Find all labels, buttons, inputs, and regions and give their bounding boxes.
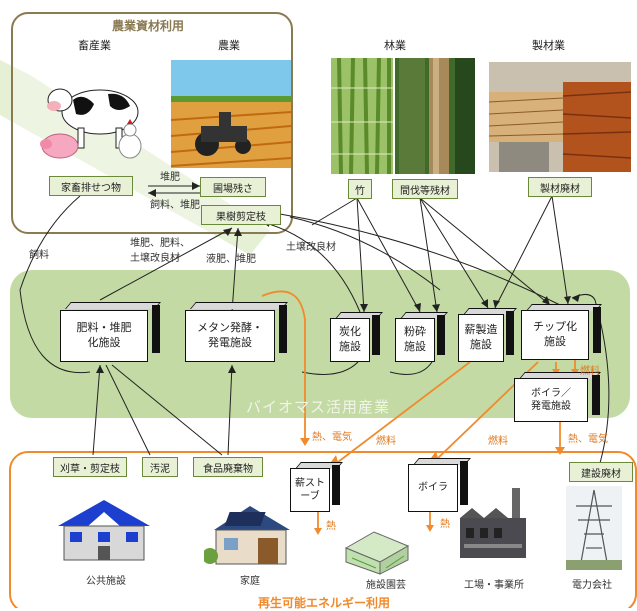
factory-icon: [460, 488, 526, 558]
facility-carbonization: 炭化 施設: [330, 312, 383, 362]
resource-bamboo: 竹: [348, 179, 372, 199]
sector-lumber: 製材業: [532, 39, 565, 52]
flow-heat-electricity-2: 熱、電気: [568, 434, 608, 445]
farming-illustration: [171, 60, 291, 168]
resource-sawmill-waste: 製材廃材: [528, 177, 592, 197]
livestock-illustration: [40, 88, 142, 159]
consumer-factory: 工場・事業所: [464, 580, 524, 591]
equipment-wood-stove: 薪スト ーブ: [290, 462, 343, 512]
resource-orchard-pruning: 果樹剪定枝: [201, 205, 281, 225]
flow-heat-2: 熱: [440, 519, 450, 530]
resource-thinning: 間伐等残材: [392, 179, 458, 199]
facility-crushing: 粉砕 施設: [395, 312, 448, 362]
renewable-energy-title: 再生可能エネルギー利用: [258, 596, 391, 610]
bamboo-photo: [331, 58, 393, 174]
resource-construction-waste: 建設廃材: [569, 462, 633, 482]
consumer-power-company: 電力会社: [572, 580, 612, 591]
lumber-photo: [489, 62, 631, 172]
home-icon: [204, 506, 290, 565]
power-company-icon: [566, 486, 622, 570]
consumer-home: 家庭: [240, 576, 260, 587]
facility-methane: メタン発酵・ 発電施設: [185, 302, 288, 362]
flow-compost-fertilizer-soil: 堆肥、肥料、 土壌改良材: [130, 238, 190, 264]
sector-livestock: 畜産業: [78, 39, 111, 52]
resource-field-residue: 圃場残さ: [200, 177, 266, 197]
flow-feed: 飼料: [29, 250, 49, 261]
equipment-boiler: ボイラ: [408, 458, 471, 512]
consumer-public: 公共施設: [86, 576, 126, 587]
agri-group-title: 農業資材利用: [110, 17, 187, 34]
facility-compost: 肥料・堆肥 化施設: [60, 302, 161, 362]
public-facility-icon: [58, 500, 150, 561]
flow-fuel-2: 燃料: [488, 436, 508, 447]
flow-heat-electricity-1: 熱、電気: [312, 432, 352, 443]
flow-feed-compost: 飼料、堆肥: [150, 200, 200, 211]
resource-manure: 家畜排せつ物: [49, 176, 133, 196]
facility-chip: チップ化 施設: [521, 304, 602, 360]
flow-fuel-1: 燃料: [376, 436, 396, 447]
sector-forestry: 林業: [384, 39, 406, 52]
flow-compost: 堆肥: [160, 172, 180, 183]
flow-fuel-3: 燃料: [580, 366, 600, 377]
resource-sludge: 汚泥: [142, 457, 178, 477]
biomass-industry-title: バイオマス活用産業: [246, 398, 391, 416]
facility-boiler-power: ボイラ／ 発電施設: [514, 372, 601, 422]
flow-heat-1: 熱: [326, 521, 336, 532]
resource-food-waste: 食品廃棄物: [193, 457, 263, 477]
greenhouse-icon: [344, 531, 410, 575]
flow-liquid-compost: 液肥、堆肥: [206, 254, 256, 265]
facility-firewood: 薪製造 施設: [458, 308, 517, 362]
sector-farming: 農業: [218, 39, 240, 52]
forest-photo: [395, 58, 475, 174]
flow-soil-improver: 土壌改良材: [286, 242, 336, 253]
consumer-greenhouse: 施設園芸: [366, 580, 406, 591]
resource-grass-cuttings: 刈草・剪定枝: [53, 457, 127, 477]
